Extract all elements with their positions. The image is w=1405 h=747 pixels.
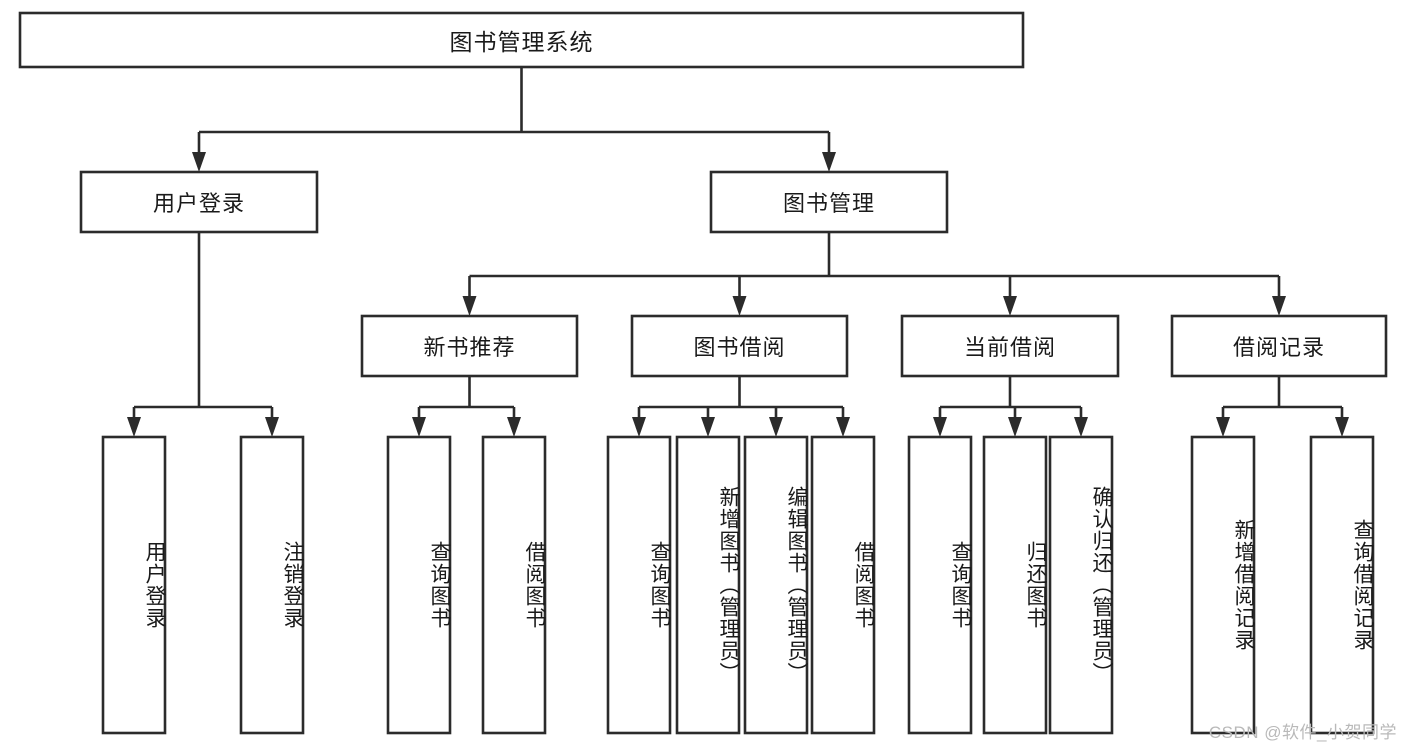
node-leaf-query-book-1-box[interactable] [386, 435, 452, 735]
arrow-head-icon [701, 417, 715, 437]
arrow-head-icon [836, 417, 850, 437]
arrow-head-icon [632, 417, 646, 437]
arrow-head-icon [1216, 417, 1230, 437]
arrow-head-icon [933, 417, 947, 437]
node-leaf-add-record-box[interactable] [1190, 435, 1256, 735]
arrow-head-icon [822, 152, 836, 172]
arrow-head-icon [507, 417, 521, 437]
arrow-head-icon [192, 152, 206, 172]
node-leaf-borrow-book-1-box[interactable] [481, 435, 547, 735]
connector-layer [127, 67, 1349, 437]
arrow-head-icon [1008, 417, 1022, 437]
arrow-head-icon [265, 417, 279, 437]
arrow-head-icon [1074, 417, 1088, 437]
node-new-book-recommend-box[interactable] [360, 314, 579, 378]
node-borrow-record-box[interactable] [1170, 314, 1388, 378]
node-book-borrow-box[interactable] [630, 314, 849, 378]
arrow-head-icon [412, 417, 426, 437]
node-leaf-return-book-box[interactable] [982, 435, 1048, 735]
node-leaf-borrow-book-2-box[interactable] [810, 435, 876, 735]
arrow-head-icon [769, 417, 783, 437]
node-leaf-query-book-3-box[interactable] [907, 435, 973, 735]
arrow-head-icon [127, 417, 141, 437]
node-current-borrow-box[interactable] [900, 314, 1120, 378]
node-user-login-box[interactable] [79, 170, 319, 234]
arrow-head-icon [732, 296, 747, 316]
arrow-head-icon [1335, 417, 1349, 437]
node-leaf-confirm-return-box[interactable] [1048, 435, 1114, 735]
node-leaf-add-book-box[interactable] [675, 435, 741, 735]
node-leaf-logout-box[interactable] [239, 435, 305, 735]
node-box-layer [18, 11, 1388, 735]
arrow-head-icon [1003, 296, 1017, 316]
node-leaf-query-book-2-box[interactable] [606, 435, 672, 735]
arrow-head-icon [462, 296, 477, 316]
node-leaf-edit-book-box[interactable] [743, 435, 809, 735]
node-leaf-query-record-box[interactable] [1309, 435, 1375, 735]
node-root-box[interactable] [18, 11, 1025, 69]
node-leaf-user-login-box[interactable] [101, 435, 167, 735]
node-book-manage-box[interactable] [709, 170, 949, 234]
arrow-head-icon [1272, 296, 1286, 316]
